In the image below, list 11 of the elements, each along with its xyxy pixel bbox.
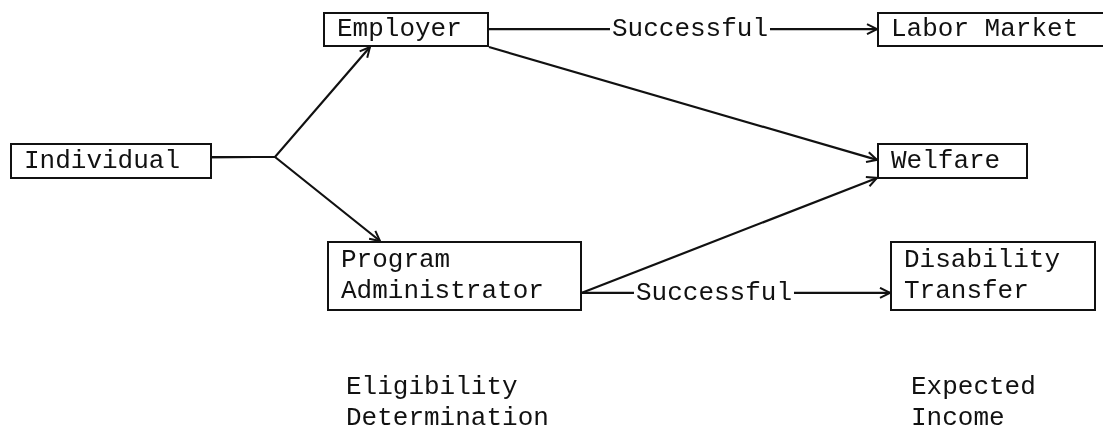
process-box: Welfare <box>877 143 1028 179</box>
process-box: Employer <box>323 12 489 47</box>
arrow <box>488 45 878 163</box>
process-box: Program Administrator <box>327 241 582 311</box>
process-box: Disability Transfer <box>890 241 1096 311</box>
arrow <box>581 175 878 294</box>
process-box: Labor Market <box>877 12 1103 47</box>
column-caption: Eligibility Determination <box>346 372 546 433</box>
process-box: Individual <box>10 143 212 179</box>
column-caption: Expected Income <box>911 372 1037 433</box>
arrow <box>212 155 382 242</box>
